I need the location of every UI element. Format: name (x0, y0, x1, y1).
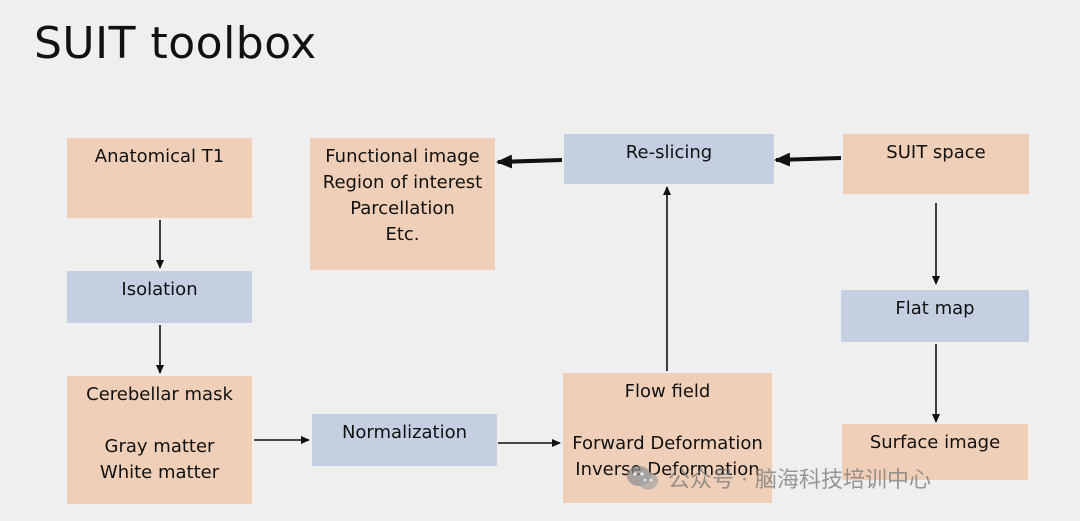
node-flat-map: Flat map (841, 290, 1029, 342)
node-reslicing: Re-slicing (564, 134, 774, 184)
node-normalization: Normalization (312, 414, 497, 466)
node-label: White matter (99, 462, 220, 483)
watermark: 公众号 · 脑海科技培训中心 (626, 462, 931, 494)
node-label: Parcellation (350, 198, 455, 219)
node-isolation: Isolation (67, 271, 252, 323)
node-label: Etc. (385, 224, 420, 245)
arrow-suitspace-to-reslicing (774, 152, 842, 167)
node-label: Anatomical T1 (94, 146, 225, 167)
node-label: Cerebellar mask (86, 384, 233, 405)
node-label: Re-slicing (625, 142, 713, 163)
node-label: Functional image (325, 146, 480, 167)
node-functional-image: Functional image Region of interest Parc… (310, 138, 495, 270)
node-label: Flat map (895, 298, 975, 319)
arrow-reslicing-to-functional (496, 154, 563, 169)
node-label: Gray matter (104, 436, 215, 457)
node-flow-field: Flow field Forward Deformation Inverse D… (563, 373, 772, 503)
watermark-text: 公众号 · 脑海科技培训中心 (668, 468, 931, 493)
node-label: Normalization (341, 422, 468, 443)
node-label: Region of interest (322, 172, 483, 193)
node-cerebellar-mask: Cerebellar mask Gray matter White matter (67, 376, 252, 504)
node-surface-image: Surface image (842, 424, 1028, 480)
node-label: Surface image (869, 432, 1001, 453)
node-label: SUIT space (886, 142, 986, 163)
node-label: Isolation (121, 279, 198, 300)
page-title: SUIT toolbox (34, 18, 317, 69)
node-suit-space: SUIT space (843, 134, 1029, 194)
node-anatomical-t1: Anatomical T1 (67, 138, 252, 218)
wechat-icon (626, 464, 660, 492)
node-label: Inverse Deformation (575, 459, 760, 480)
node-label: Flow field (624, 381, 711, 402)
node-label: Forward Deformation (572, 433, 763, 454)
